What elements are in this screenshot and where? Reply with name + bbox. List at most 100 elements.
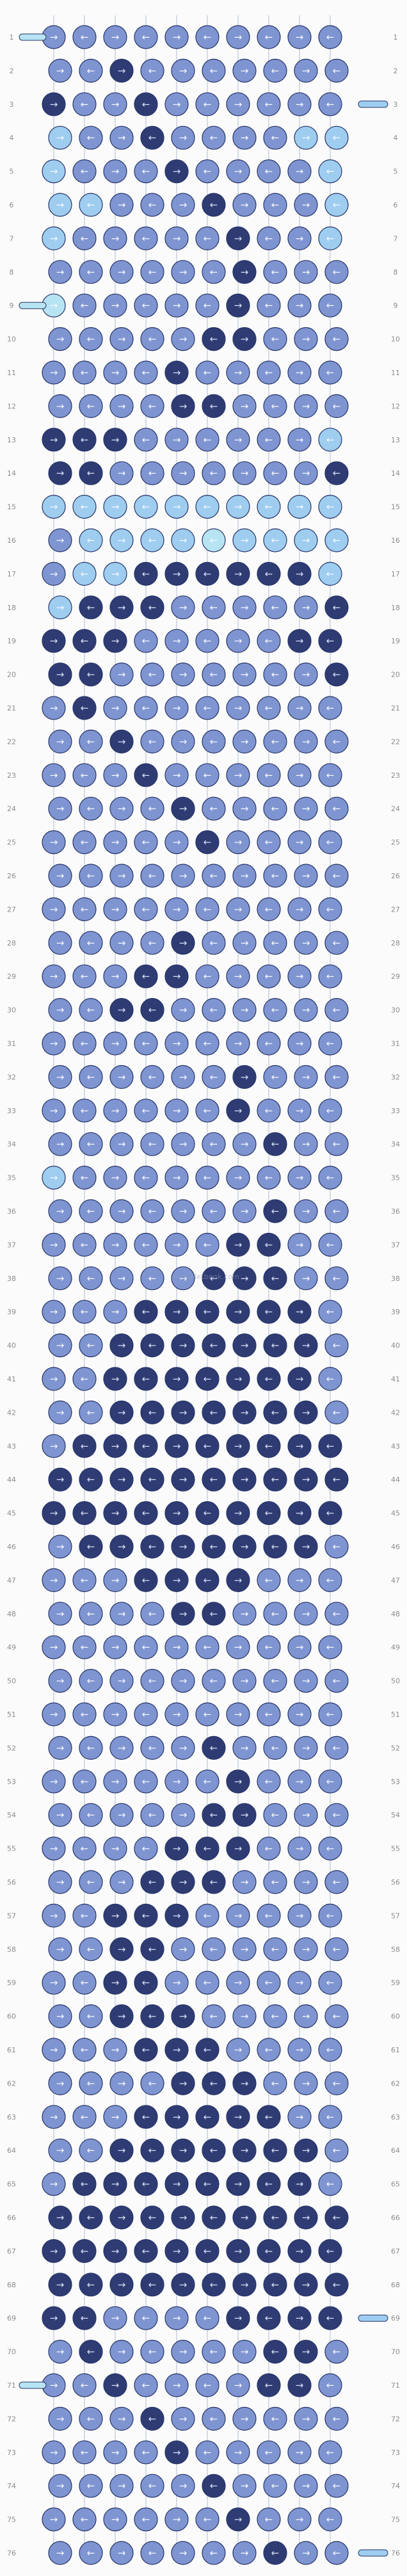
knot-arrow-icon: ← <box>326 300 335 311</box>
knot <box>134 1837 158 1861</box>
knot <box>202 931 226 955</box>
knot <box>48 1065 72 1090</box>
knot <box>109 1400 134 1424</box>
knot-arrow-icon: → <box>56 467 65 479</box>
knot <box>79 1065 103 1090</box>
knot-arrow-icon: ← <box>271 2346 280 2358</box>
knot-arrow-icon: → <box>50 1373 58 1385</box>
knot <box>226 1903 250 1928</box>
knot-arrow-icon: → <box>118 1876 126 1888</box>
knot-arrow-icon: → <box>111 1172 120 1184</box>
row-label-left: 13 <box>7 436 16 444</box>
knot <box>294 326 318 351</box>
knot-arrow-icon: → <box>179 1944 188 1955</box>
knot <box>324 595 349 620</box>
knot-arrow-icon: → <box>179 199 188 211</box>
knot-arrow-icon: ← <box>81 434 89 446</box>
knot <box>48 997 72 1022</box>
knot-arrow-icon: → <box>241 1809 249 1821</box>
knot-arrow-icon: → <box>50 367 58 378</box>
knot <box>79 997 103 1022</box>
knot <box>164 763 189 787</box>
knot <box>287 293 312 318</box>
knot-arrow-icon: → <box>179 2547 188 2559</box>
knot-arrow-icon: ← <box>142 166 150 177</box>
knot <box>232 662 257 687</box>
knot <box>79 1735 103 1760</box>
knot-arrow-icon: ← <box>265 1105 273 1116</box>
knot <box>318 964 342 988</box>
knot-arrow-icon: ← <box>148 870 157 881</box>
knot <box>164 1165 189 1190</box>
knot <box>202 796 226 821</box>
knot <box>164 1099 189 1123</box>
knot <box>171 662 195 687</box>
knot-arrow-icon: → <box>173 2111 181 2123</box>
knot <box>202 729 226 754</box>
knot <box>294 260 318 284</box>
knot <box>257 2172 281 2196</box>
knot <box>226 763 250 787</box>
row-label-left: 26 <box>7 872 16 880</box>
knot-arrow-icon: ← <box>87 803 95 814</box>
knot-arrow-icon: ← <box>271 1742 280 1753</box>
knot-arrow-icon: ← <box>148 1004 157 1016</box>
knot-arrow-icon: ← <box>148 1809 157 1821</box>
row-label-right: 35 <box>391 1174 400 1182</box>
knot-arrow-icon: → <box>50 568 58 579</box>
knot-arrow-icon: → <box>111 635 120 647</box>
knot-arrow-icon: ← <box>326 2044 335 2056</box>
knot <box>318 2373 342 2397</box>
knot <box>140 260 164 284</box>
knot <box>318 360 342 385</box>
knot-arrow-icon: → <box>50 434 58 446</box>
knot <box>232 2541 257 2565</box>
knot <box>324 1199 349 1223</box>
knot <box>232 2071 257 2095</box>
knot <box>318 428 342 452</box>
knot-arrow-icon: ← <box>204 2111 212 2123</box>
knot-arrow-icon: → <box>296 1239 304 1250</box>
knot-arrow-icon: → <box>302 467 310 479</box>
knot <box>109 260 134 284</box>
knot <box>72 1635 97 1659</box>
row-label-right: 58 <box>391 1945 400 1954</box>
knot-arrow-icon: → <box>241 1138 249 1150</box>
knot-arrow-icon: → <box>111 903 120 915</box>
knot-arrow-icon: → <box>234 1239 243 1250</box>
knot-arrow-icon: ← <box>142 232 150 244</box>
knot-arrow-icon: → <box>173 1373 181 1385</box>
knot-arrow-icon: → <box>50 1641 58 1653</box>
knot-arrow-icon: → <box>50 1105 58 1116</box>
knot-arrow-icon: ← <box>333 2077 341 2089</box>
knot <box>202 997 226 1022</box>
knot-arrow-icon: ← <box>271 199 280 211</box>
knot <box>42 1099 66 1123</box>
knot <box>109 2340 134 2364</box>
knot <box>140 1803 164 1827</box>
knot-arrow-icon: ← <box>210 937 218 949</box>
knot <box>79 1534 103 1559</box>
knot-arrow-icon: ← <box>87 1071 95 1083</box>
knot-arrow-icon: → <box>111 2178 120 2190</box>
knot-arrow-icon: → <box>179 266 188 278</box>
knot-arrow-icon: ← <box>142 1910 150 1921</box>
knot <box>195 1769 219 1794</box>
knot <box>232 2406 257 2431</box>
knot-arrow-icon: → <box>179 132 188 143</box>
knot <box>202 1467 226 1492</box>
knot <box>134 494 158 519</box>
knot <box>103 629 127 653</box>
knot-arrow-icon: → <box>241 2480 249 2491</box>
knot-arrow-icon: → <box>241 467 249 479</box>
knot <box>263 2340 287 2364</box>
knot <box>263 1602 287 1626</box>
knot <box>48 1534 72 1559</box>
knot <box>287 2172 312 2196</box>
knot-arrow-icon: ← <box>142 1709 150 1720</box>
knot <box>42 897 66 922</box>
knot <box>287 428 312 452</box>
knot-arrow-icon: ← <box>333 467 341 479</box>
knot <box>140 1065 164 1090</box>
knot-arrow-icon: → <box>296 1977 304 1988</box>
